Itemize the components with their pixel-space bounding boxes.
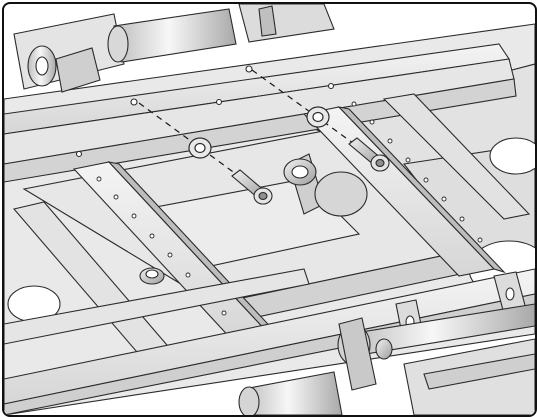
bottom-cylinder [238, 338, 535, 415]
right-longitudinal-rail [302, 93, 531, 277]
center-post-nut [283, 153, 368, 217]
washer-left [188, 137, 212, 159]
hinge-cylinder-top [107, 4, 335, 63]
hinge-block-left [13, 13, 125, 93]
bolt-right [348, 137, 390, 172]
actuator-rod-end [337, 303, 535, 391]
top-crossmember-rail [4, 43, 517, 183]
assembly-drawing [4, 4, 535, 415]
washer-right [306, 106, 330, 128]
mount-bracket-right [493, 271, 527, 315]
deck-stud [139, 267, 165, 285]
bolt-left [231, 169, 273, 205]
